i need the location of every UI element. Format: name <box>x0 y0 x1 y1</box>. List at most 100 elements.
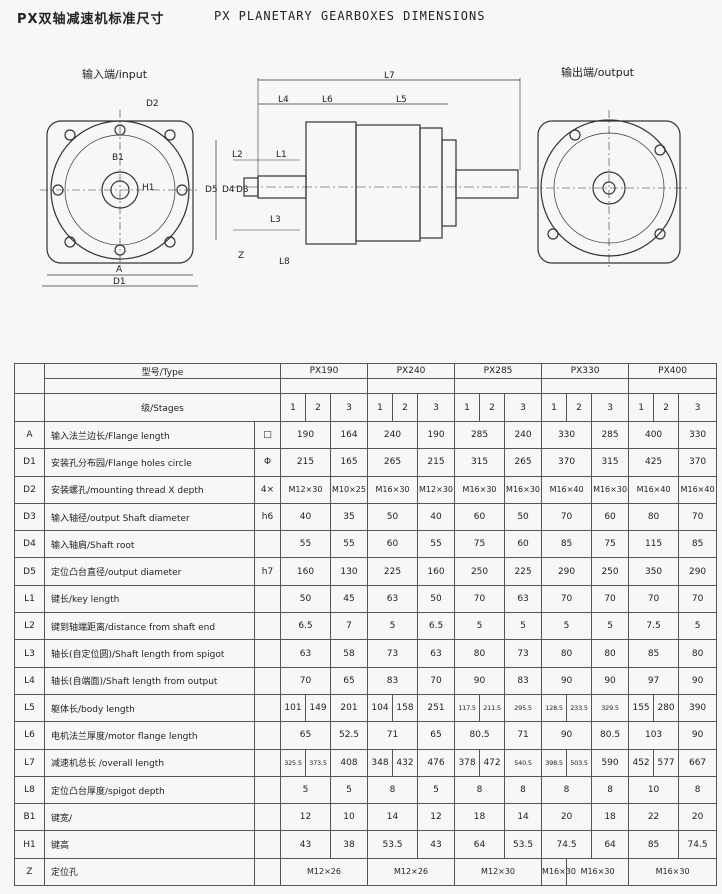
row-standard: h6 <box>254 502 281 532</box>
row-parameter: 键到轴端距离/distance from shaft end <box>44 612 255 641</box>
value-cell: 74.5 <box>541 830 593 859</box>
svg-text:A: A <box>116 265 123 275</box>
value-cell: M12×26 <box>279 857 369 887</box>
row-symbol: D4 <box>14 530 45 559</box>
value-cell: 53.5 <box>504 830 543 859</box>
sym-cell <box>14 393 45 422</box>
value-cell: 63 <box>280 639 331 668</box>
value-cell: 115 <box>628 530 680 559</box>
value-cell: 80 <box>628 502 680 532</box>
value-cell: 65 <box>280 721 331 750</box>
value-cell: 55 <box>329 530 369 559</box>
svg-text:L2: L2 <box>232 150 243 160</box>
row-standard: □ <box>254 420 281 450</box>
value-cell: 285 <box>454 420 506 450</box>
value-cell: 90 <box>678 666 718 695</box>
value-cell: 290 <box>678 557 718 586</box>
row-standard <box>254 530 281 559</box>
value-cell: 590 <box>591 748 630 777</box>
value-cell: 80.5 <box>454 721 506 750</box>
value-cell: 58 <box>329 639 369 668</box>
row-standard <box>254 748 281 777</box>
row-symbol: H1 <box>14 830 45 859</box>
row-symbol: D3 <box>14 502 45 532</box>
row-standard <box>254 693 281 723</box>
value-cell: 70 <box>678 502 718 532</box>
value-cell: 63 <box>367 584 419 614</box>
value-cell: 8 <box>678 775 718 805</box>
row-symbol: B1 <box>14 803 45 832</box>
value-cell: 8 <box>367 775 419 805</box>
stage-cell: 3 <box>329 393 369 422</box>
row-symbol: L6 <box>14 721 45 750</box>
svg-text:Z: Z <box>238 251 244 261</box>
stage-cell: 1 <box>541 393 568 422</box>
row-symbol: D1 <box>14 448 45 477</box>
value-cell: 14 <box>504 803 543 832</box>
value-cell: 35 <box>329 502 369 532</box>
value-cell: 10 <box>329 803 369 832</box>
value-cell: 80 <box>591 639 630 668</box>
value-cell: 90 <box>541 666 593 695</box>
row-parameter: 键长/key length <box>44 584 255 614</box>
value-cell: 73 <box>504 639 543 668</box>
header-row-spacer <box>15 378 718 394</box>
row-parameter: 定位孔 <box>44 857 255 887</box>
row-symbol: L4 <box>14 666 45 695</box>
value-cell: 80 <box>678 639 718 668</box>
row-parameter: 输入法兰边长/Flange length <box>44 420 255 450</box>
value-cell: 90 <box>678 721 718 750</box>
value-cell: 71 <box>367 721 419 750</box>
row-standard <box>254 803 281 832</box>
svg-text:D5: D5 <box>205 185 218 195</box>
value-cell: 20 <box>541 803 593 832</box>
value-cell: 251 <box>417 693 456 723</box>
side-view <box>215 78 530 245</box>
stage-cell: 1 <box>454 393 481 422</box>
value-cell: 73 <box>367 639 419 668</box>
value-cell: 45 <box>329 584 369 614</box>
row-symbol: A <box>14 420 45 450</box>
type-header: 型号/Type <box>44 363 281 379</box>
row-symbol: D2 <box>14 475 45 504</box>
value-cell: 75 <box>454 530 506 559</box>
value-cell: 6.5 <box>280 612 331 641</box>
value-cell: M16×30 <box>454 475 506 504</box>
value-cell: M16×30 <box>504 475 543 504</box>
value-cell: 425 <box>628 448 680 477</box>
value-cell: 63 <box>504 584 543 614</box>
value-cell: M16×40 <box>628 475 680 504</box>
value-cell: 14 <box>367 803 419 832</box>
value-cell: 90 <box>454 666 506 695</box>
value-cell: 70 <box>541 584 593 614</box>
value-cell: 5 <box>454 612 506 641</box>
spacer-cell <box>279 378 369 394</box>
value-cell: 190 <box>280 420 331 450</box>
row-parameter: 电机法兰厚度/motor flange length <box>44 721 255 750</box>
value-cell: 540.5 <box>504 748 543 777</box>
svg-text:L3: L3 <box>270 215 281 225</box>
value-cell: 90 <box>541 721 593 750</box>
svg-text:B1: B1 <box>112 153 124 163</box>
value-cell: M16×40 <box>541 475 593 504</box>
value-cell: 103 <box>628 721 680 750</box>
value-cell: 215 <box>417 448 456 477</box>
value-cell: 40 <box>417 502 456 532</box>
value-cell: 215 <box>280 448 331 477</box>
value-cell: 476 <box>417 748 456 777</box>
value-cell: 165 <box>329 448 369 477</box>
row-symbol: Z <box>14 857 45 887</box>
value-cell: 225 <box>504 557 543 586</box>
value-cell: 315 <box>591 448 630 477</box>
row-standard <box>254 830 281 859</box>
value-cell: 7 <box>329 612 369 641</box>
value-cell: 50 <box>504 502 543 532</box>
value-cell: 373.5 <box>305 748 331 777</box>
value-cell: 370 <box>678 448 718 477</box>
